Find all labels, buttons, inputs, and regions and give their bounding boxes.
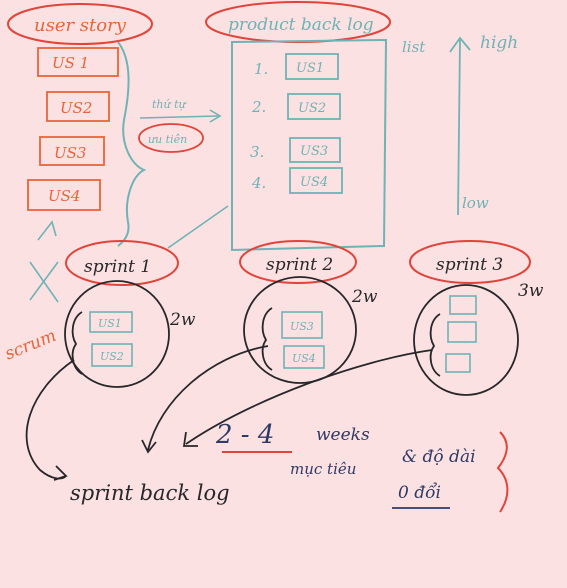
sprint-title-circle [409,240,531,284]
user-story-card-label: US2 [60,99,92,117]
sprint-story-label: US4 [292,352,316,365]
sprint-story-card [447,321,477,343]
backlog-item-label: US2 [298,101,326,116]
priority-note: thứ tự ưu tiên [138,98,229,249]
sprint-story-label: US3 [290,320,314,333]
product-backlog-box [231,38,388,252]
user-story-title: user story [34,15,127,36]
arrow-line [167,205,229,249]
product-backlog-title: product back log [228,15,374,35]
sprint-story-card [283,345,325,369]
backlog-item-label: US1 [296,61,324,76]
sprint-circle [64,280,170,388]
user-story-card [27,179,101,211]
arrow-up-icon [449,36,471,53]
sprint-story-label: US1 [98,317,122,330]
backlog-item-number: 4. [251,174,266,192]
user-story-card-label: US4 [48,187,80,205]
sprint-backlog-label: sprint back log [70,481,230,505]
sprint-duration: 2w [169,310,196,330]
sprint-story-card [89,311,133,333]
backlog-item-label: US3 [300,144,328,159]
sprint-circle [413,284,519,396]
sprint-story-card [91,343,133,367]
backlog-item-card [289,137,341,163]
product-backlog-section: product back log 1. US1 2. US2 3. US3 4.… [205,1,426,252]
sprint-story-label: US2 [100,350,124,363]
arrow-line [185,349,433,445]
user-story-card [46,91,110,122]
backlog-item-card [285,53,339,80]
backlog-item-card [287,93,341,120]
priority-scale: high low [449,33,518,216]
weeks-label: weeks [316,425,370,445]
sprint-1: sprint 1 US1 US2 2w [64,240,196,388]
sprint-circle [243,276,357,384]
sprint-duration: 3w [518,281,544,301]
backlog-item-label: US4 [300,175,328,190]
arrow-head-icon [141,439,157,454]
sprint-title: sprint 1 [84,257,151,277]
user-story-brace [117,41,147,247]
arrow-head-icon [209,109,222,123]
notes-brace [496,431,509,513]
sprint-title: sprint 2 [266,255,333,275]
sprint-3: sprint 3 3w [409,240,544,396]
sprint-story-card [445,353,471,373]
length-label: & độ dài [402,447,476,467]
no-change-label: 0 đổi [398,483,441,503]
sprint-backlog-arrows [25,345,433,481]
sprint-story-card [281,311,323,339]
target-label: mục tiêu [290,460,356,478]
sprint-2: sprint 2 US3 US4 2w [239,240,378,384]
user-story-card-label: US3 [54,144,86,162]
backlog-item-card [289,167,343,194]
list-label: list [402,38,426,56]
priority-high-label: high [480,33,518,53]
weeks-range: 2 - 4 [215,420,274,450]
user-story-title-circle [7,3,153,45]
arrow-head-icon [182,431,198,447]
user-story-card [39,136,105,166]
sprint-duration: 2w [351,287,378,307]
backlog-item-number: 2. [251,98,266,116]
priority-arrow-line [457,39,461,216]
user-story-card [37,47,119,77]
user-story-card-label: US 1 [52,54,89,72]
cross-mark [29,261,59,303]
note-circle [138,123,204,153]
sprint-story-card [449,295,477,315]
backlog-item-number: 1. [254,60,268,78]
priority-low-label: low [462,194,489,212]
sprint-title-circle [65,240,179,286]
arrow-up-icon [37,220,57,241]
arrow-line [147,345,269,451]
sprint-brace [71,311,83,375]
backlog-item-number: 3. [250,143,264,161]
scrum-label: scrum [2,326,59,365]
sprint-title: sprint 3 [436,255,503,275]
sprint-brace [429,313,441,377]
sprint-title-circle [239,240,357,284]
sprint-brace [261,307,273,371]
user-story-section: user story US 1 US2 US3 US4 [7,3,153,303]
arrow-head-icon [53,465,68,481]
note-priority: ưu tiên [148,133,187,146]
duration-notes: 2 - 4 weeks mục tiêu & độ dài 0 đổi [215,420,509,513]
arrow-line [25,359,75,480]
note-order: thứ tự [152,98,187,111]
arrow-line [139,115,219,119]
